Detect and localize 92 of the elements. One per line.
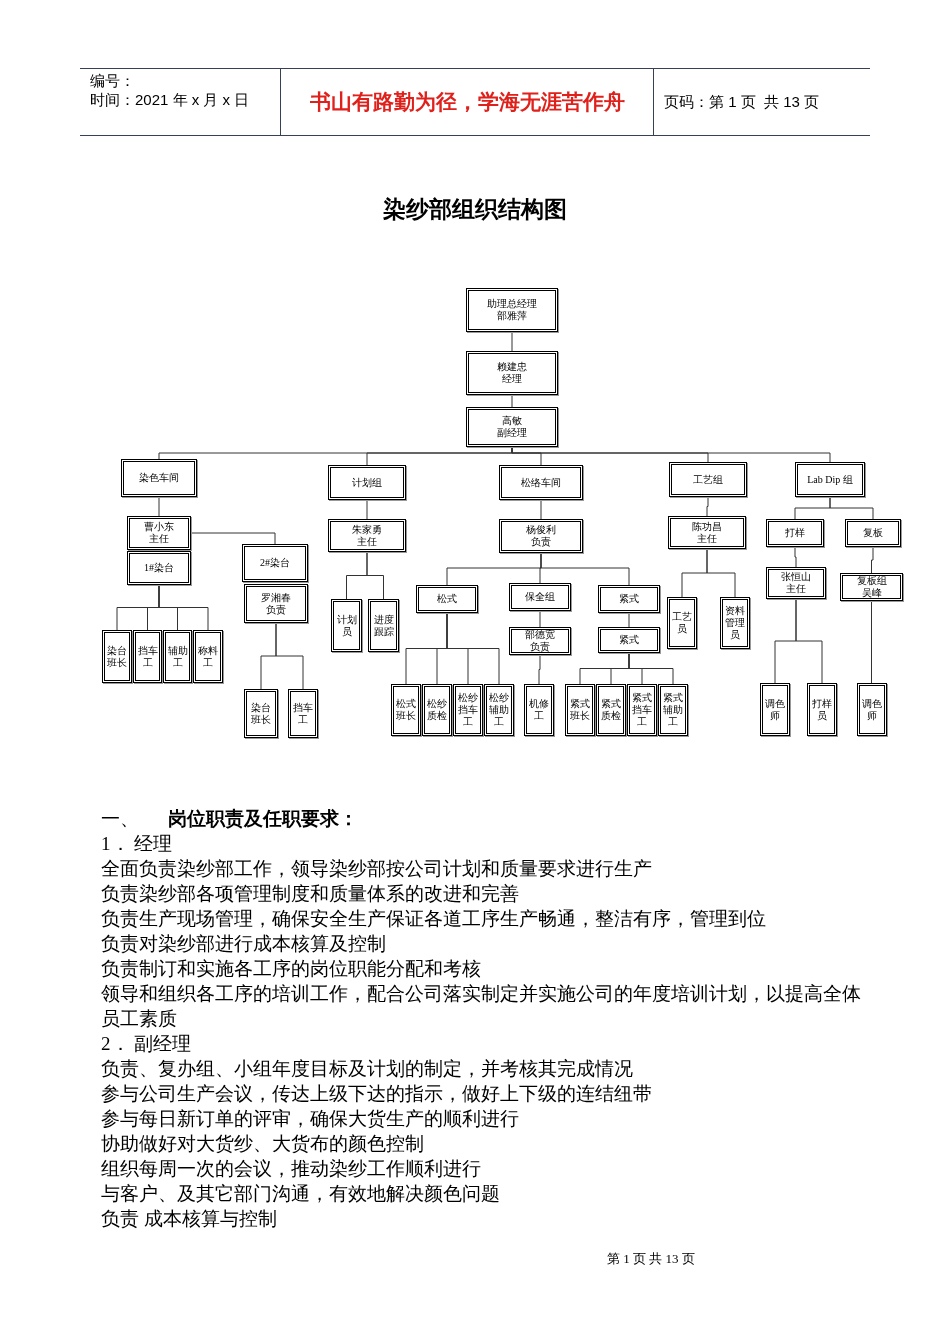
connector-line bbox=[628, 652, 674, 685]
org-box: 计划员 bbox=[331, 599, 362, 652]
body-text-line: 1． 经理 bbox=[101, 832, 174, 856]
org-box: 赖建忠 经理 bbox=[466, 351, 558, 395]
org-box: 罗湘春 负责 bbox=[244, 584, 308, 623]
org-box: 辅助工 bbox=[163, 630, 192, 683]
body-text-line: 领导和组织各工序的培训工作，配合公司落实制定并实施公司的年度培训计划，以提高全体员工素质 bbox=[101, 982, 861, 1031]
org-box: 部德宽 负责 bbox=[509, 627, 571, 655]
org-box: 紧式班长 bbox=[565, 684, 595, 736]
org-box: 1#染台 bbox=[127, 551, 191, 585]
connector-line bbox=[511, 446, 831, 463]
org-box: 调色师 bbox=[857, 683, 887, 736]
connector-line bbox=[446, 612, 500, 685]
org-box: 调色师 bbox=[760, 683, 790, 736]
connector-line bbox=[158, 496, 160, 517]
connector-line bbox=[829, 496, 874, 520]
page-footer: 第 1 页 共 13 页 bbox=[607, 1251, 695, 1266]
connector-line bbox=[706, 496, 709, 517]
org-box: 松式班长 bbox=[391, 684, 421, 736]
connector-line bbox=[871, 600, 872, 684]
org-box: 张恒山 主任 bbox=[766, 567, 826, 599]
org-box: 工艺组 bbox=[669, 462, 747, 497]
org-box: 朱家勇 主任 bbox=[328, 519, 406, 552]
connector-line bbox=[511, 331, 513, 352]
connector-line bbox=[794, 546, 797, 568]
body-text-line: 2． 副经理 bbox=[101, 1032, 193, 1056]
org-box: 称料工 bbox=[193, 630, 223, 683]
body-text-line: 负责、复办组、小组年度目标及计划的制定，并考核其完成情况 bbox=[101, 1057, 634, 1081]
body-text-line: 负责 成本核算与控制 bbox=[101, 1207, 278, 1231]
connector-line bbox=[275, 622, 304, 690]
connector-line bbox=[795, 598, 823, 684]
org-box: 紧式 bbox=[598, 627, 660, 653]
org-box: 紧式质检 bbox=[596, 684, 626, 736]
body-text-line: 组织每周一次的会议，推动染纱工作顺利进行 bbox=[101, 1157, 482, 1181]
org-box: 高敏 副经理 bbox=[466, 407, 558, 447]
body-text-line: 负责制订和实施各工序的岗位职能分配和考核 bbox=[101, 957, 482, 981]
org-box: 曹小东 主任 bbox=[127, 516, 191, 550]
connector-line bbox=[540, 552, 630, 586]
org-box: 松式 bbox=[416, 585, 478, 613]
connector-line bbox=[366, 499, 368, 520]
org-box: 松纱辅助工 bbox=[484, 684, 514, 736]
connector-line bbox=[706, 548, 736, 598]
page-number-label: 页码：第 1 页 共 13 页 bbox=[664, 91, 820, 112]
org-box: 复板组 吴峰 bbox=[840, 573, 903, 601]
org-box: 松纱质检 bbox=[422, 684, 452, 736]
connector-line bbox=[190, 532, 276, 545]
org-box: 紧式挡车工 bbox=[627, 684, 657, 736]
org-box: Lab Dip 组 bbox=[795, 462, 865, 497]
body-text-line: 全面负责染纱部工作，领导染纱部按公司计划和质量要求进行生产 bbox=[101, 857, 653, 881]
org-box: 计划组 bbox=[328, 465, 406, 500]
body-text-line: 负责生产现场管理，确保安全生产保证各道工序生产畅通，整洁有序，管理到位 bbox=[101, 907, 767, 931]
org-box: 染台班长 bbox=[244, 689, 278, 738]
body-text-line: 负责染纱部各项管理制度和质量体系的改进和完善 bbox=[101, 882, 520, 906]
org-box: 染台班长 bbox=[102, 630, 132, 683]
org-box: 松络车间 bbox=[499, 465, 583, 500]
connector-line bbox=[539, 610, 541, 628]
body-text-line: 负责对染纱部进行成本核算及控制 bbox=[101, 932, 387, 956]
date-label: 时间：2021 年 x 月 x 日 bbox=[90, 90, 251, 109]
org-box: 复板 bbox=[845, 519, 901, 547]
org-box: 保全组 bbox=[509, 583, 571, 611]
org-box: 紧式 bbox=[598, 585, 660, 613]
chart-title: 染纱部组织结构图 bbox=[383, 196, 567, 224]
connector-line bbox=[158, 584, 209, 631]
org-box: 松纱挡车工 bbox=[453, 684, 483, 736]
section-number: 一、 bbox=[101, 807, 140, 831]
org-box: 紧式辅助工 bbox=[658, 684, 688, 736]
connector-line bbox=[871, 546, 874, 574]
org-box: 工艺员 bbox=[667, 597, 697, 649]
connector-line bbox=[540, 499, 542, 520]
org-box: 挡车工 bbox=[288, 689, 318, 738]
org-box: 染色车间 bbox=[121, 459, 197, 497]
connector-line bbox=[538, 654, 541, 685]
connector-line bbox=[366, 551, 384, 600]
org-box: 2#染台 bbox=[242, 544, 308, 582]
org-box: 机修工 bbox=[524, 684, 554, 736]
org-box: 打样员 bbox=[807, 683, 837, 736]
org-box: 挡车工 bbox=[133, 630, 162, 683]
header-slogan: 书山有路勤为径，学海无涯苦作舟 bbox=[309, 89, 625, 116]
org-box: 助理总经理 部雅萍 bbox=[466, 288, 558, 332]
connector-line bbox=[511, 394, 513, 408]
body-text-line: 协助做好对大货纱、大货布的颜色控制 bbox=[101, 1132, 425, 1156]
section-heading: 岗位职责及任职要求： bbox=[168, 807, 358, 831]
body-text-line: 与客户、及其它部门沟通，有效地解决颜色问题 bbox=[101, 1182, 501, 1206]
body-text-line: 参与每日新订单的评审，确保大货生产的顺利进行 bbox=[101, 1107, 520, 1131]
org-box: 打样 bbox=[766, 519, 824, 547]
org-box: 陈功昌 主任 bbox=[668, 516, 746, 549]
org-box: 杨俊利 负责 bbox=[499, 519, 583, 553]
body-text-line: 参与公司生产会议，传达上级下达的指示，做好上下级的连结纽带 bbox=[101, 1082, 653, 1106]
connector-line bbox=[628, 612, 630, 628]
document-number-label: 编号： bbox=[90, 71, 136, 90]
org-box: 资料管理员 bbox=[720, 597, 750, 649]
org-box: 进度跟踪 bbox=[368, 599, 399, 652]
